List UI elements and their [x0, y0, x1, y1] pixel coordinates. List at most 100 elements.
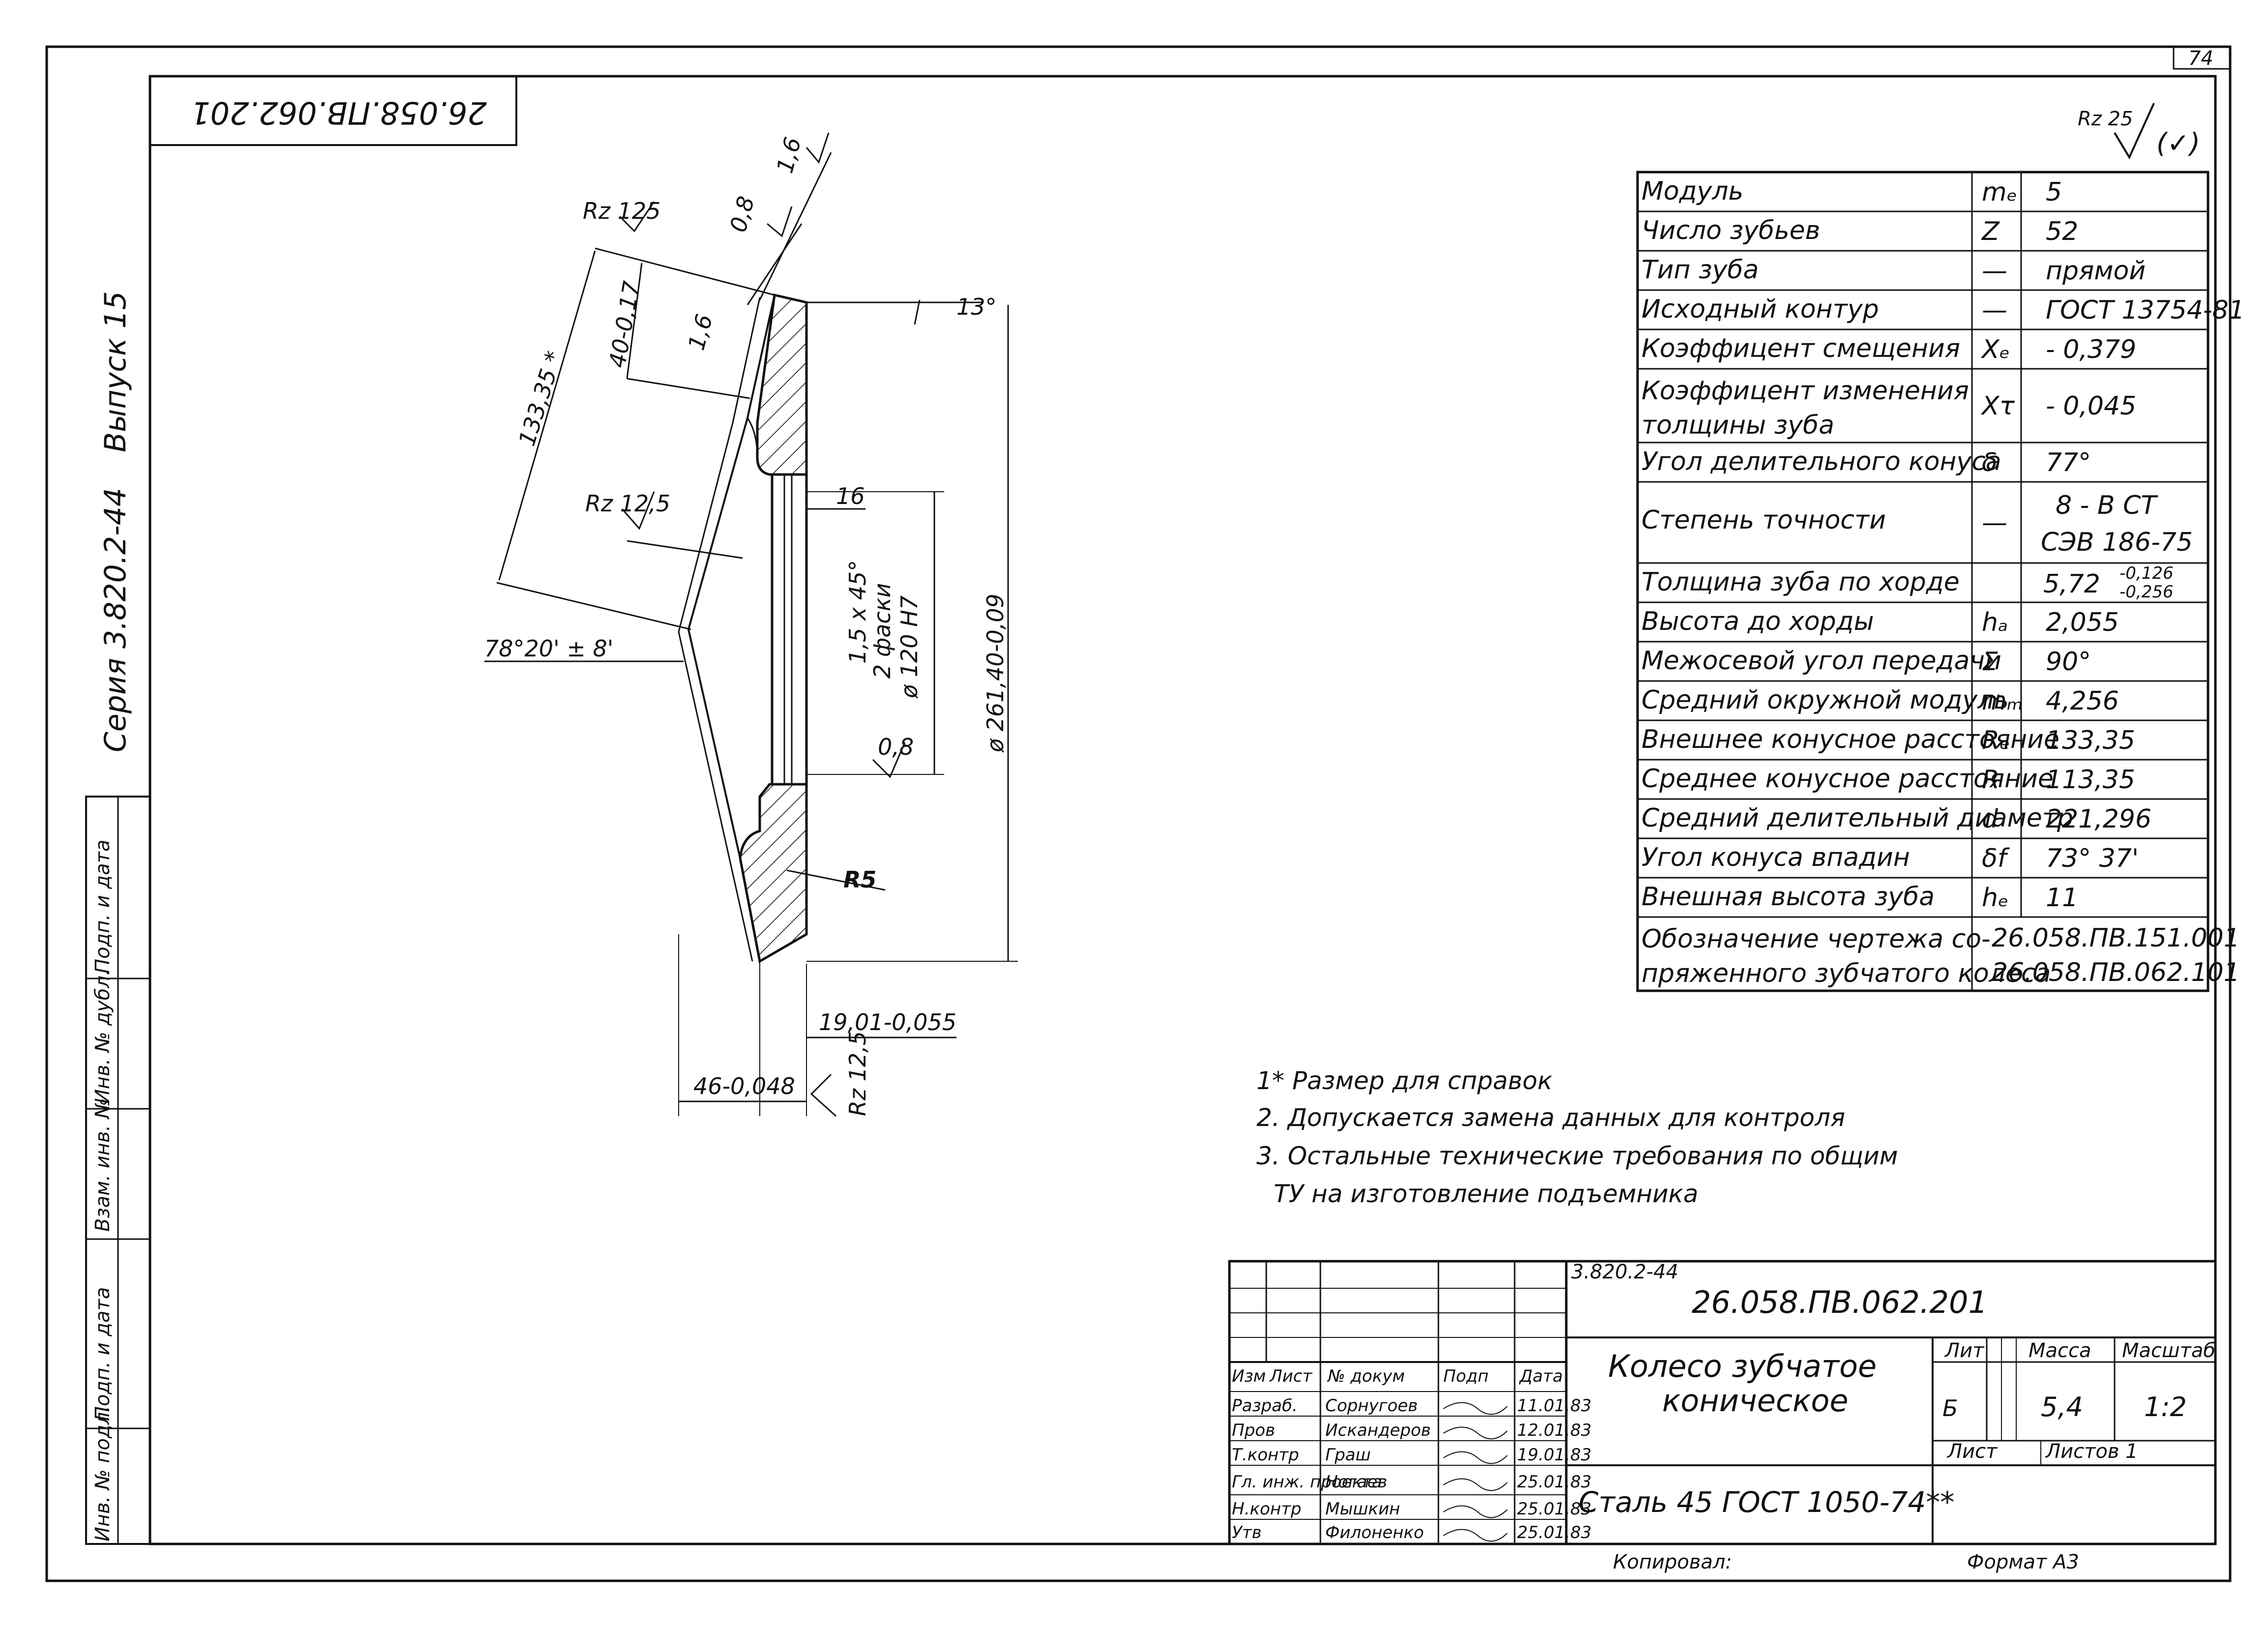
mass-label: Масса — [2029, 1339, 2091, 1362]
dim-133: 133,35 * — [513, 348, 567, 449]
param-value: 133,35 — [2046, 726, 2135, 755]
r16-mid: 1,6 — [683, 311, 717, 353]
note-2: 2. Допускается замена данных для контрол… — [1256, 1103, 1845, 1132]
param-symbol: Xₑ — [1980, 335, 2010, 364]
issue-label: Выпуск 15 — [98, 291, 133, 452]
sheets-label: Листов 1 — [2045, 1440, 2138, 1463]
dim-40: 40-0,17 — [604, 279, 645, 370]
title-doc-number: 26.058.ПВ.062.201 — [1692, 1284, 1988, 1320]
role-title: Гл. инж. проекта — [1232, 1472, 1382, 1492]
role-date: 25.01.83 — [1517, 1472, 1591, 1492]
signature-mark — [1443, 1478, 1508, 1491]
param-symbol: — — [1982, 256, 2007, 286]
role-person: Сорнугоев — [1325, 1396, 1418, 1416]
rotated-stamp-text: 26.058.ПВ.062.201 — [191, 95, 487, 131]
role-date: 11.01.83 — [1517, 1396, 1591, 1416]
dim-19: 19,01-0,055 — [819, 1009, 956, 1036]
param-name: Обозначение чертежа со-пряженного зубчат… — [1641, 924, 2051, 988]
title-line-2: коническое — [1662, 1383, 1849, 1419]
param-name: Толщина зуба по хорде — [1641, 567, 1960, 597]
param-symbol: Z — [1981, 217, 2000, 246]
param-name: Внешная высота зуба — [1641, 882, 1935, 912]
param-name: Число зубьев — [1641, 216, 1820, 245]
side-cell-3: Взам. инв. № — [91, 1098, 114, 1232]
hdr-doc: № докум — [1327, 1366, 1405, 1386]
param-symbol: mₘ — [1982, 686, 2023, 716]
role-date: 25.01.83 — [1517, 1499, 1591, 1519]
param-symbol: R — [1982, 765, 1999, 795]
scale-value: 1:2 — [2144, 1392, 2187, 1423]
general-roughness-label: Rz 25 — [2078, 108, 2133, 130]
dim-dia120: ø 120 Н7 — [896, 595, 923, 699]
param-tol-upper: -0,126 — [2119, 563, 2174, 583]
param-symbol: mₑ — [1982, 178, 2017, 207]
role-title: Утв — [1232, 1523, 1262, 1542]
param-name: Средний окружной модуль — [1641, 685, 2009, 715]
param-value: 26.058.ПВ.151.001 — [1992, 923, 2240, 953]
param-value: 52 — [2046, 217, 2078, 246]
role-person: Мышкин — [1325, 1499, 1400, 1519]
rotated-stamp: 26.058.ПВ.062.201 — [149, 75, 517, 146]
dim-46: 46-0,048 — [693, 1073, 795, 1099]
upper-section — [756, 293, 808, 476]
param-symbol: Xτ — [1980, 391, 2015, 421]
dim-dia261: ø 261,40-0,09 — [982, 593, 1009, 753]
param-name: Межосевой угол передачи — [1641, 646, 2001, 676]
param-name: Угол конуса впадин — [1641, 843, 1910, 872]
gear-section-drawing: 133,35 * 40-0,17 Rz 125 0,8 1,6 1,6 13° … — [484, 132, 1018, 1117]
param-name: Внешнее конусное расстояние — [1641, 725, 2059, 754]
role-person: Ногаев — [1325, 1472, 1387, 1492]
series-label: Серия 3.820.2-44 — [98, 488, 133, 752]
param-value: 4,256 — [2046, 686, 2119, 716]
param-symbol: δf — [1982, 844, 2010, 873]
role-person: Граш — [1325, 1445, 1371, 1465]
scale-label: Масштаб — [2122, 1339, 2215, 1362]
param-value: 77° — [2046, 448, 2091, 477]
param-value: 113,35 — [2046, 765, 2135, 795]
param-symbol: hₐ — [1982, 608, 2008, 637]
param-name: Степень точности — [1641, 505, 1886, 535]
lower-section — [739, 783, 808, 963]
param-symbol: Σ — [1982, 647, 1998, 677]
param-name: Исходный контур — [1641, 295, 1879, 324]
param-value: 8 - В СТ — [2056, 491, 2158, 520]
mass-value: 5,4 — [2041, 1392, 2083, 1423]
param-symbol: d — [1982, 804, 1999, 834]
r16-top: 1,6 — [771, 134, 806, 176]
param-value-2: 26.058.ПВ.062.101 — [1992, 958, 2240, 987]
sheet-label: Лист — [1946, 1440, 1998, 1463]
param-value: - 0,379 — [2046, 335, 2136, 364]
note-3: 3. Остальные технические требования по о… — [1256, 1142, 1898, 1170]
signature-mark — [1443, 1505, 1508, 1518]
general-roughness: Rz 25 (✓) — [2078, 103, 2200, 160]
note-4: ТУ на изготовление подъемника — [1274, 1180, 1699, 1208]
dim-chamfer2: 2 фаски — [869, 583, 895, 679]
dim-r5: R5 — [843, 866, 876, 893]
role-person: Искандеров — [1325, 1421, 1431, 1440]
param-name: Средний делительный диаметр — [1641, 803, 2073, 833]
role-title: Н.контр — [1232, 1499, 1301, 1519]
title-line-1: Колесо зубчатое — [1608, 1348, 1877, 1384]
lit-value: Б — [1942, 1395, 1958, 1422]
lit-label: Лит — [1944, 1339, 1985, 1362]
param-name: Тип зуба — [1641, 255, 1759, 285]
format-label: Формат А3 — [1967, 1551, 2079, 1573]
param-symbol: — — [1982, 508, 2007, 538]
param-symbol: Rₑ — [1982, 726, 2010, 755]
param-name: Модуль — [1641, 177, 1743, 206]
rz125-top: Rz 125 — [583, 198, 661, 224]
r08-top: 0,8 — [724, 193, 759, 235]
param-value: 90° — [2046, 647, 2091, 677]
param-value: 5,72 — [2043, 569, 2100, 599]
param-value-2: СЭВ 186-75 — [2041, 528, 2193, 557]
param-value: 73° 37' — [2046, 844, 2139, 873]
param-value: 2,055 — [2046, 608, 2119, 637]
technical-notes: 1* Размер для справок 2. Допускается зам… — [1256, 1067, 1898, 1208]
side-cell-1: Инв. № подл. — [91, 1406, 114, 1541]
param-value: 5 — [2046, 178, 2062, 207]
param-value: прямой — [2046, 256, 2146, 286]
role-date: 25.01.83 — [1517, 1523, 1591, 1542]
r08-bot: 0,8 — [878, 734, 914, 760]
angle-13: 13° — [956, 294, 997, 320]
